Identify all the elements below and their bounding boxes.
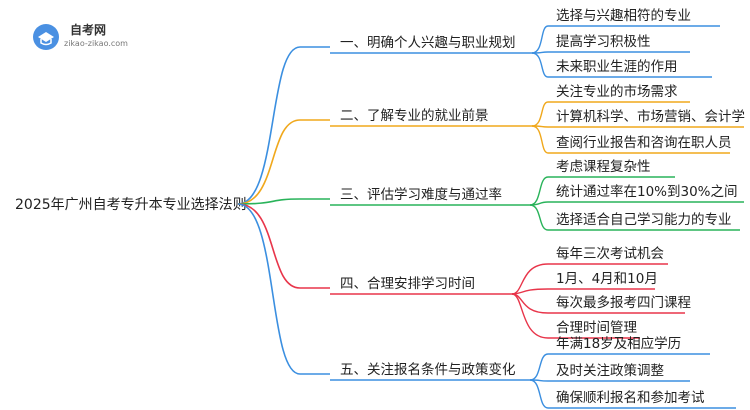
leaf-label-2-2: 计算机科学、市场营销、会计学 [556, 108, 745, 125]
logo-name: 自考网 [70, 22, 106, 37]
connector-root-branch-5 [237, 203, 330, 375]
branch-label-5: 五、关注报名条件与政策变化 [340, 361, 516, 378]
graduation-cap-icon [38, 32, 54, 42]
leaf-label-5-2: 及时关注政策调整 [556, 362, 664, 379]
logo: 自考网 zikao-zikao.com [33, 22, 128, 50]
leaf-label-4-3: 每次最多报考四门课程 [556, 294, 691, 311]
connector-branch-1-leaf-3 [531, 52, 549, 78]
leaf-label-4-1: 每年三次考试机会 [556, 246, 664, 262]
connector-branch-5-leaf-3 [529, 379, 549, 409]
connector-root-branch-4 [237, 203, 330, 289]
nodes: 一、明确个人兴趣与职业规划 选择与兴趣相符的专业提高学习积极性未来职业生涯的作用二… [340, 8, 745, 406]
connector-root-branch-3 [237, 198, 330, 205]
leaf-label-5-1: 年满18岁及相应学历 [556, 335, 681, 352]
connector-branch-3-leaf-3 [529, 204, 549, 231]
connector-branch-3-leaf-1 [529, 176, 549, 206]
leaf-label-1-1: 选择与兴趣相符的专业 [556, 8, 691, 24]
leaf-label-4-4: 合理时间管理 [556, 320, 637, 336]
root-topic: 2025年广州自考专升本专业选择法则 [15, 197, 247, 213]
connector-branch-2-leaf-1 [531, 101, 549, 127]
connector-branch-5-leaf-1 [529, 353, 549, 381]
connector-root-branch-1 [237, 46, 330, 205]
branch-label-1: 一、明确个人兴趣与职业规划 [340, 35, 516, 51]
connector-branch-3-leaf-2 [529, 201, 549, 206]
branch-label-3: 三、评估学习难度与通过率 [340, 186, 502, 203]
leaf-label-5-3: 确保顺利报名和参加考试 [556, 389, 705, 406]
branch-label-4: 四、合理安排学习时间 [340, 276, 475, 292]
leaf-label-3-2: 统计通过率在10%到30%之间 [556, 183, 738, 200]
leaf-label-3-3: 选择适合自己学习能力的专业 [556, 212, 732, 228]
connector-branch-2-leaf-3 [531, 125, 549, 154]
leaf-label-2-1: 关注专业的市场需求 [556, 83, 678, 100]
connectors [237, 25, 744, 409]
connector-branch-4-leaf-4 [511, 293, 549, 339]
connector-root-branch-2 [237, 119, 330, 205]
connector-branch-1-leaf-1 [531, 25, 549, 54]
logo-url: zikao-zikao.com [64, 39, 128, 48]
branch-label-2: 二、了解专业的就业前景 [340, 107, 489, 124]
leaf-label-2-3: 查阅行业报告和咨询在职人员 [556, 135, 732, 151]
leaf-label-1-2: 提高学习积极性 [556, 33, 651, 50]
leaf-label-1-3: 未来职业生涯的作用 [556, 59, 678, 75]
leaf-label-4-2: 1月、4月和10月 [556, 271, 658, 287]
leaf-label-3-1: 考虑课程复杂性 [556, 158, 651, 175]
